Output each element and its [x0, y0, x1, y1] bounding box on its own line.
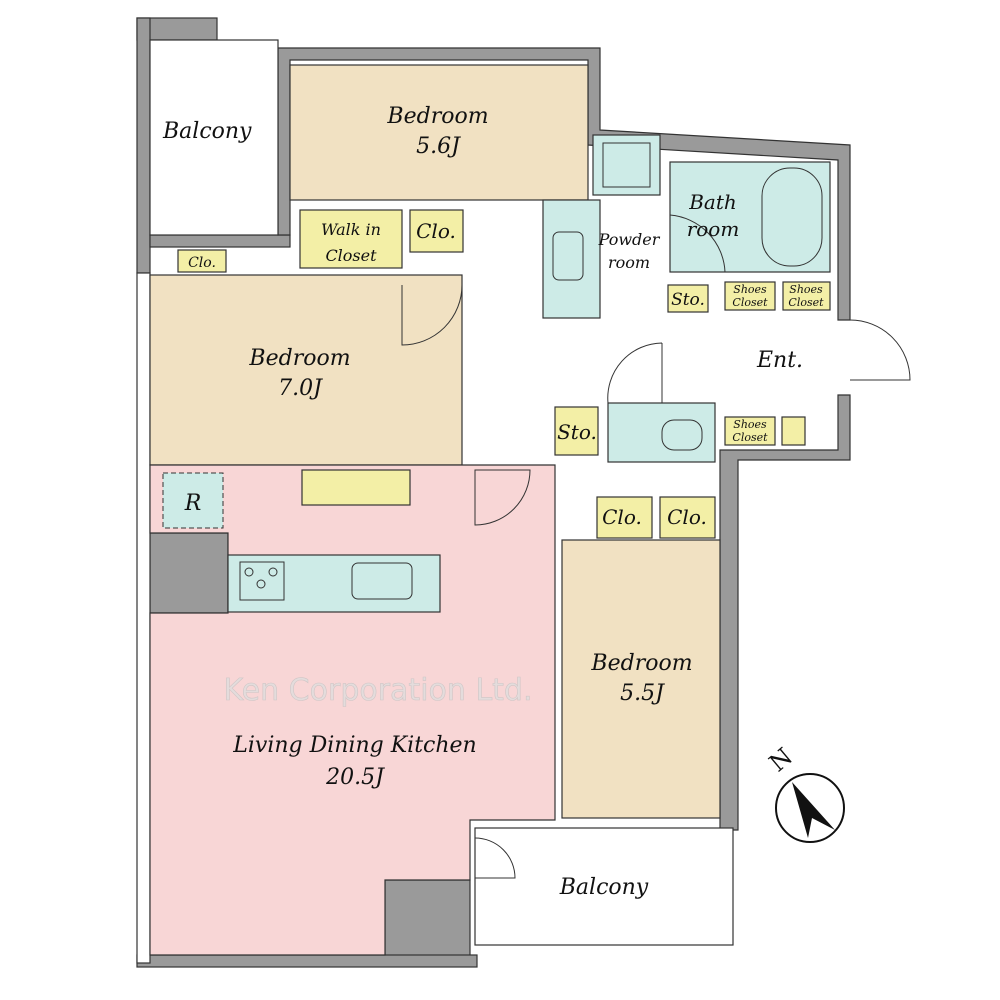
exterior-walls [136, 17, 851, 968]
storage-bath [667, 284, 709, 313]
label-bath-room: room [687, 217, 740, 241]
label-powder-room: room [608, 253, 650, 272]
label-entrance: Ent. [756, 348, 803, 373]
balcony-bottom [474, 827, 734, 946]
label-shoes-3b: Closet [732, 431, 768, 444]
label-bedroom-3: Bedroom [590, 651, 692, 676]
label-clo-b3-1: Clo. [602, 505, 642, 529]
closet-small [177, 249, 227, 273]
label-shoes-1: Shoes [733, 283, 767, 296]
label-bedroom-3-size: 5.5J [620, 681, 665, 706]
label-refrigerator: R [184, 491, 202, 516]
sink-icon [351, 562, 413, 600]
label-balcony-bottom: Balcony [559, 875, 649, 900]
walk-in-closet [299, 209, 403, 269]
bedroom-5-5j [561, 539, 721, 819]
closet-top [409, 209, 464, 253]
vanity [542, 199, 601, 319]
label-closet: Closet [325, 246, 377, 265]
label-balcony-top: Balcony [162, 119, 252, 144]
label-shoes-3: Shoes [733, 418, 767, 431]
shoes-closet-small [781, 416, 806, 446]
kitchen-counter [227, 554, 441, 613]
bedroom-7-0j [149, 274, 463, 466]
shoes-closet-2 [782, 281, 831, 311]
shoes-closet-3 [724, 416, 776, 446]
storage-hall [554, 406, 599, 456]
counter-storage [301, 469, 411, 506]
label-clo-small: Clo. [188, 255, 216, 271]
compass-label: N [764, 742, 798, 777]
label-bedroom-1: Bedroom [386, 104, 488, 129]
label-bedroom-2-size: 7.0J [278, 376, 323, 401]
compass-icon: N [764, 742, 845, 843]
label-bath: Bath [688, 190, 737, 214]
stove-icon [239, 561, 285, 601]
label-sto-bath: Sto. [671, 290, 705, 310]
label-shoes-2b: Closet [788, 296, 824, 309]
shoes-closet-1 [724, 281, 776, 311]
label-clo-b3-2: Clo. [667, 505, 707, 529]
label-shoes-2: Shoes [789, 283, 823, 296]
closet-b3-2 [659, 496, 716, 539]
label-sto-hall: Sto. [557, 420, 597, 444]
label-bedroom-1-size: 5.6J [416, 134, 461, 159]
bedroom-5-6j [289, 64, 589, 201]
label-bedroom-2: Bedroom [248, 346, 350, 371]
label-walk-in: Walk in [321, 220, 381, 239]
door-swing [401, 284, 463, 346]
balcony-top [149, 39, 279, 236]
watermark: Ken Corporation Ltd. [224, 673, 533, 708]
closet-b3-1 [596, 496, 653, 539]
entrance-door [849, 319, 911, 381]
label-clo-top: Clo. [416, 219, 456, 243]
refrigerator-space [162, 472, 224, 529]
label-ldk-size: 20.5J [325, 765, 385, 790]
label-powder: Powder [598, 230, 661, 249]
label-ldk: Living Dining Kitchen [232, 733, 476, 758]
washer-space [592, 134, 661, 196]
bathroom [669, 161, 831, 273]
label-shoes-1b: Closet [732, 296, 768, 309]
